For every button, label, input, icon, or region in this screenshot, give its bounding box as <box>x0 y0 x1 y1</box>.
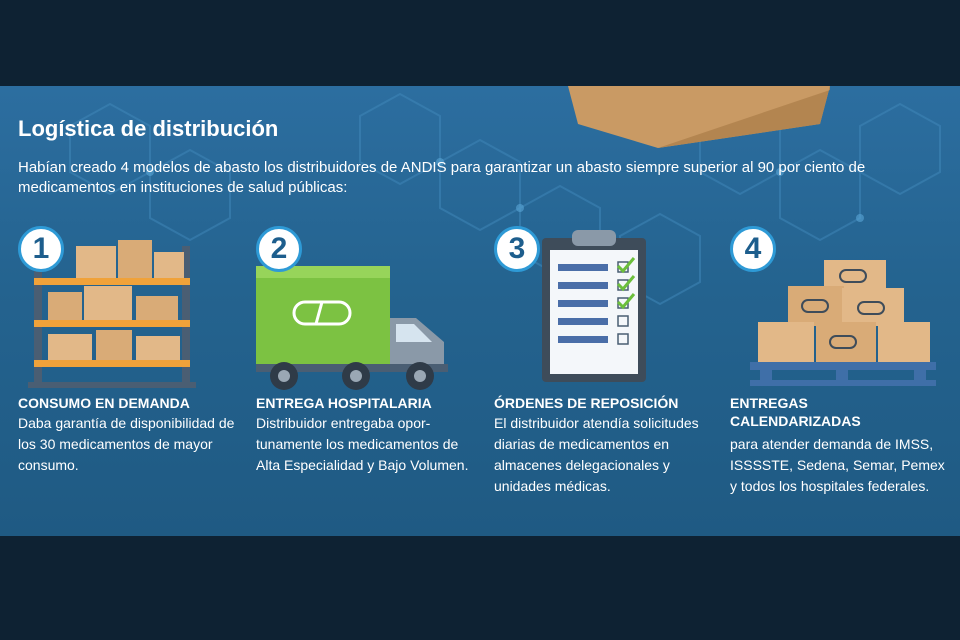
distribution-model-4: 4 ENTREGAS CALENDARIZADAS para atender d… <box>730 226 950 526</box>
model-label: ÓRDENES DE REPOSICIÓN <box>494 395 679 411</box>
distribution-model-3: 3 ÓRDENES DE REPOSICIÓN El distribuidor … <box>494 226 714 526</box>
distribution-model-1: 1 CONSUMO EN DEMANDA Daba garantía de di… <box>18 226 238 526</box>
model-description: El distribuidor atendía solicitu­des dia… <box>494 415 699 494</box>
model-label: CONSUMO EN DEMANDA <box>18 395 190 411</box>
step-number-badge: 1 <box>18 226 64 272</box>
step-number-badge: 2 <box>256 226 302 272</box>
model-label: ENTREGA HOSPITALARIA <box>256 395 432 411</box>
model-description: Daba garantía de disponibili­dad de los … <box>18 415 235 473</box>
intro-text: Habían creado 4 modelos de abasto los di… <box>18 159 866 196</box>
hexagon-pattern <box>69 86 941 306</box>
clipboard-checklist-icon <box>542 230 646 382</box>
page-title: Logística de distribución <box>18 116 279 141</box>
model-description: Distribuidor entregaba opor­tunamente lo… <box>256 415 469 473</box>
warehouse-shelves-icon <box>28 240 196 388</box>
infographic-panel: Logística de distribución Habían creado … <box>0 86 960 536</box>
model-label: ENTREGAS CALENDARIZADAS <box>730 395 861 429</box>
model-description: para atender demanda de IMSS, ISSSSTE, S… <box>730 436 945 494</box>
step-number-badge: 3 <box>494 226 540 272</box>
delivery-truck-icon <box>256 266 448 390</box>
boxes-pallet-icon <box>750 260 936 386</box>
step-number-badge: 4 <box>730 226 776 272</box>
distribution-model-2: 2 ENTREGA HOSPITALARIA Distribuidor entr… <box>256 226 476 526</box>
